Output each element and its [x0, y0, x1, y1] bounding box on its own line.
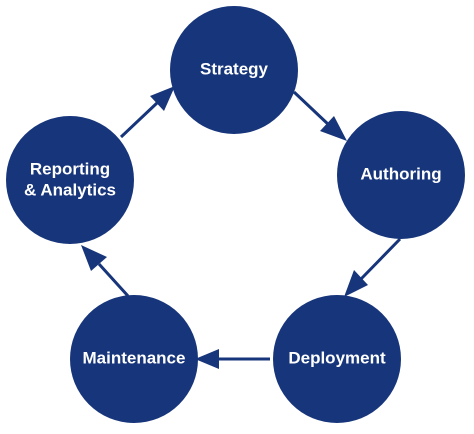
arrow-reporting-to-strategy	[119, 86, 175, 139]
arrow-deployment-to-maintenance	[195, 349, 270, 369]
node-deployment: Deployment	[273, 295, 401, 423]
arrow-strategy-to-authoring	[292, 90, 347, 141]
node-authoring: Authoring	[337, 111, 465, 239]
node-authoring-label: Authoring	[360, 164, 441, 183]
node-maintenance: Maintenance	[70, 295, 198, 423]
arrow-maintenance-to-reporting	[81, 245, 130, 298]
node-strategy-label: Strategy	[200, 59, 269, 78]
node-reporting-label-line1: Reporting	[30, 159, 110, 178]
node-reporting-label-line2: & Analytics	[24, 180, 116, 199]
node-maintenance-label: Maintenance	[83, 348, 186, 367]
node-reporting-analytics: Reporting & Analytics	[6, 116, 134, 244]
node-deployment-label: Deployment	[288, 348, 386, 367]
node-strategy: Strategy	[170, 6, 298, 134]
arrow-authoring-to-deployment	[344, 237, 402, 297]
